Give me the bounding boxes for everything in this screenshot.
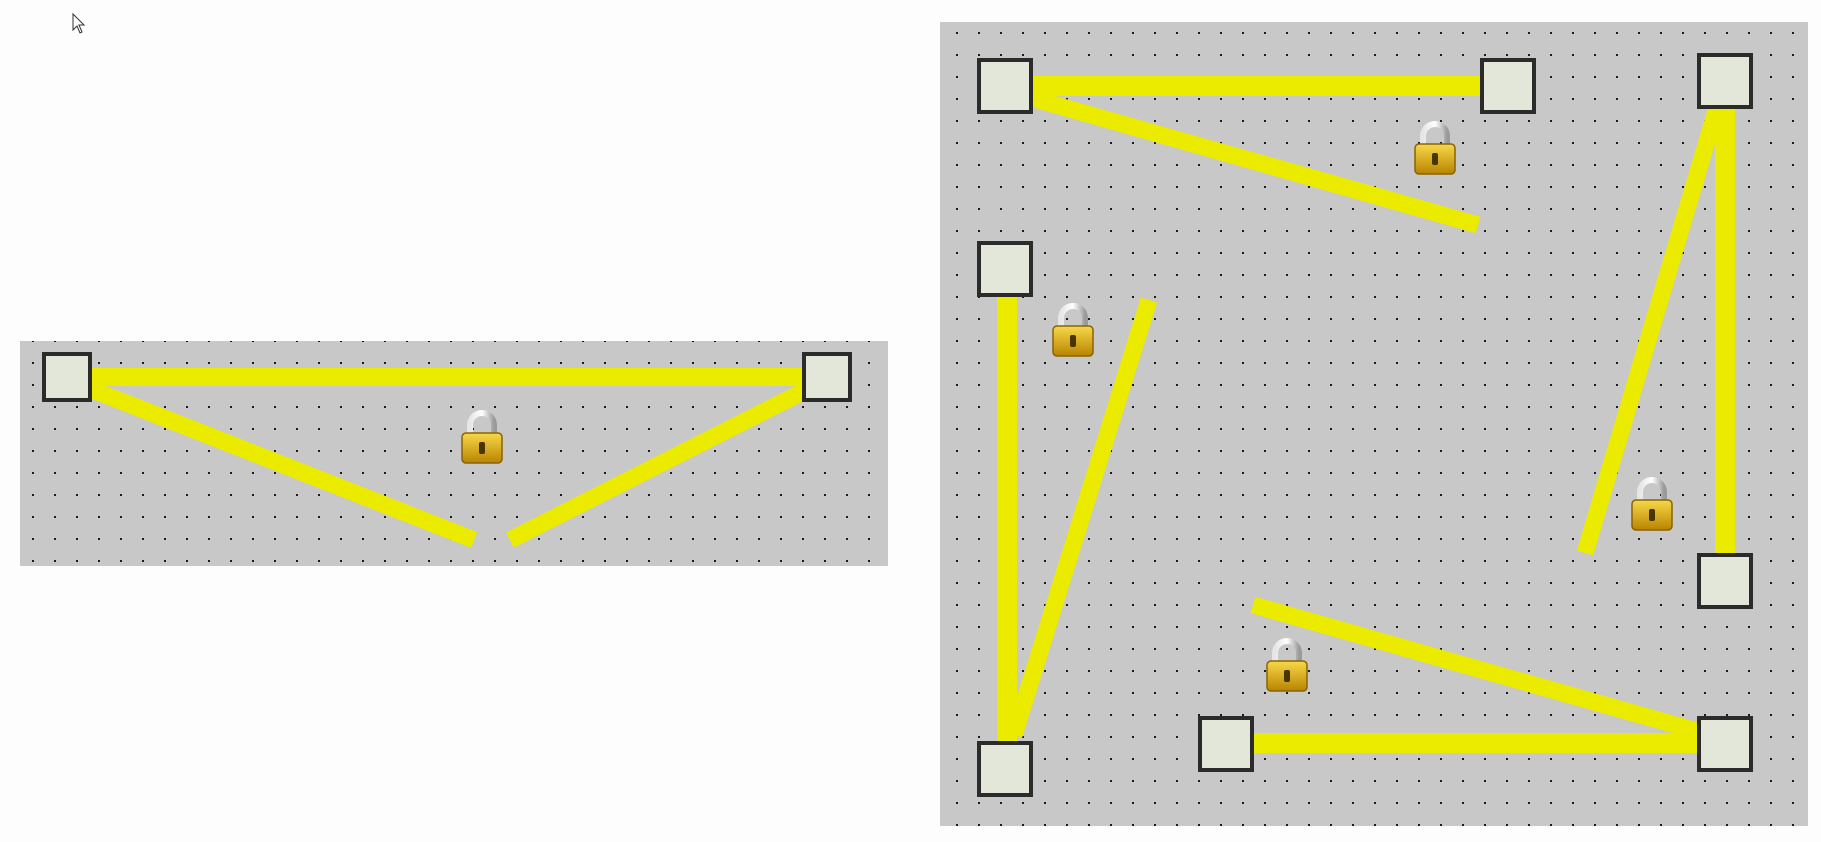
- mouse-pointer-icon: [72, 12, 86, 34]
- node-left-upper[interactable]: [977, 241, 1033, 297]
- lock-icon: [1414, 121, 1456, 175]
- right-connector[interactable]: [1576, 94, 1735, 560]
- right-panel: [940, 22, 1808, 826]
- left-side-connector[interactable]: [997, 293, 1158, 745]
- lock-icon: [461, 410, 503, 464]
- lock-icon: [1266, 638, 1308, 692]
- lock-icon: [1631, 477, 1673, 531]
- left-connector[interactable]: [66, 368, 826, 548]
- bottom-connector[interactable]: [1247, 596, 1703, 753]
- left-node-start[interactable]: [42, 352, 92, 402]
- left-panel: [20, 341, 888, 566]
- node-bottom-middle[interactable]: [1198, 716, 1254, 772]
- node-bottom-right[interactable]: [1697, 716, 1753, 772]
- left-node-end[interactable]: [802, 352, 852, 402]
- node-bottom-left[interactable]: [977, 741, 1033, 797]
- node-top-right[interactable]: [1697, 53, 1753, 109]
- node-top-left[interactable]: [977, 58, 1033, 114]
- node-right-lower[interactable]: [1697, 553, 1753, 609]
- node-top-middle[interactable]: [1480, 58, 1536, 114]
- top-connector[interactable]: [1006, 76, 1508, 234]
- lock-icon: [1052, 303, 1094, 357]
